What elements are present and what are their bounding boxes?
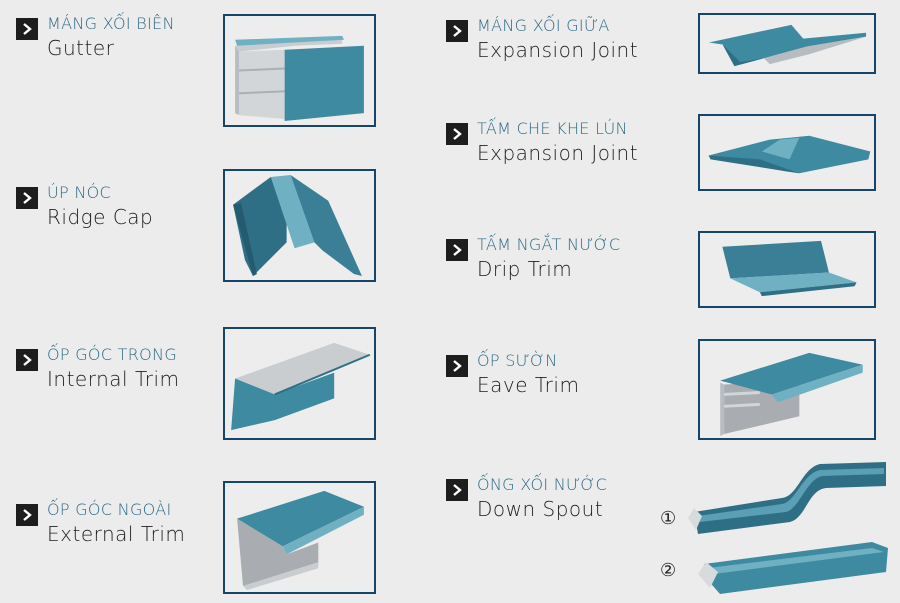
product-name-en: Expansion Joint [477, 141, 639, 165]
product-name-vn: ỐP GÓC TRONG [47, 345, 178, 364]
product-label-valley-gutter: MÁNG XỐI GIỮA Expansion Joint [446, 16, 638, 64]
chevron-right-icon [16, 504, 38, 526]
drip-trim-illustration [698, 231, 876, 308]
product-name-vn: MÁNG XỐI BIÊN [47, 14, 175, 33]
product-name-en: Down Spout [477, 497, 604, 521]
product-name-vn: ỐP GÓC NGOÀI [47, 500, 172, 519]
product-name-vn: ỐNG XỐI NƯỚC [477, 475, 608, 494]
chevron-right-icon [16, 18, 38, 40]
product-label-external-trim: ỐP GÓC NGOÀI External Trim [16, 500, 185, 548]
product-label-drip-trim: TẤM NGẮT NƯỚC Drip Trim [446, 235, 620, 283]
spout-variant-2-number: ② [660, 560, 677, 581]
ridge-cap-illustration [223, 169, 376, 282]
chevron-right-icon [16, 187, 38, 209]
gutter-illustration [223, 14, 376, 127]
spout-variant-1-number: ① [660, 508, 677, 529]
product-name-en: Expansion Joint [477, 38, 639, 62]
valley-gutter-illustration [698, 13, 876, 74]
product-name-en: Drip Trim [477, 257, 573, 281]
down-spout-illustration [688, 462, 888, 594]
product-name-vn: ÚP NÓC [47, 183, 111, 202]
product-name-en: Gutter [47, 36, 115, 60]
product-label-eave-trim: ỐP SƯỜN Eave Trim [446, 351, 579, 399]
product-name-vn: TẤM NGẮT NƯỚC [477, 235, 621, 254]
chevron-right-icon [446, 479, 468, 501]
product-label-ridge-cap: ÚP NÓC Ridge Cap [16, 183, 153, 231]
internal-trim-illustration [223, 327, 376, 440]
product-label-down-spout: ỐNG XỐI NƯỚC Down Spout [446, 475, 607, 523]
product-label-internal-trim: ỐP GÓC TRONG Internal Trim [16, 345, 179, 393]
product-name-en: Ridge Cap [47, 205, 154, 229]
eave-trim-illustration [698, 339, 876, 440]
product-name-en: External Trim [47, 522, 186, 546]
expansion-joint-cover-illustration [698, 114, 876, 191]
chevron-right-icon [16, 349, 38, 371]
chevron-right-icon [446, 239, 468, 261]
chevron-right-icon [446, 20, 468, 42]
chevron-right-icon [446, 123, 468, 145]
chevron-right-icon [446, 355, 468, 377]
product-name-vn: TẤM CHE KHE LÚN [477, 119, 628, 138]
product-label-expansion-joint-cover: TẤM CHE KHE LÚN Expansion Joint [446, 119, 638, 167]
product-label-gutter: MÁNG XỐI BIÊN Gutter [16, 14, 175, 62]
product-name-en: Eave Trim [477, 373, 580, 397]
external-trim-illustration [223, 481, 376, 594]
product-name-vn: ỐP SƯỜN [477, 351, 558, 370]
product-name-vn: MÁNG XỐI GIỮA [477, 16, 610, 35]
product-name-en: Internal Trim [47, 367, 180, 391]
